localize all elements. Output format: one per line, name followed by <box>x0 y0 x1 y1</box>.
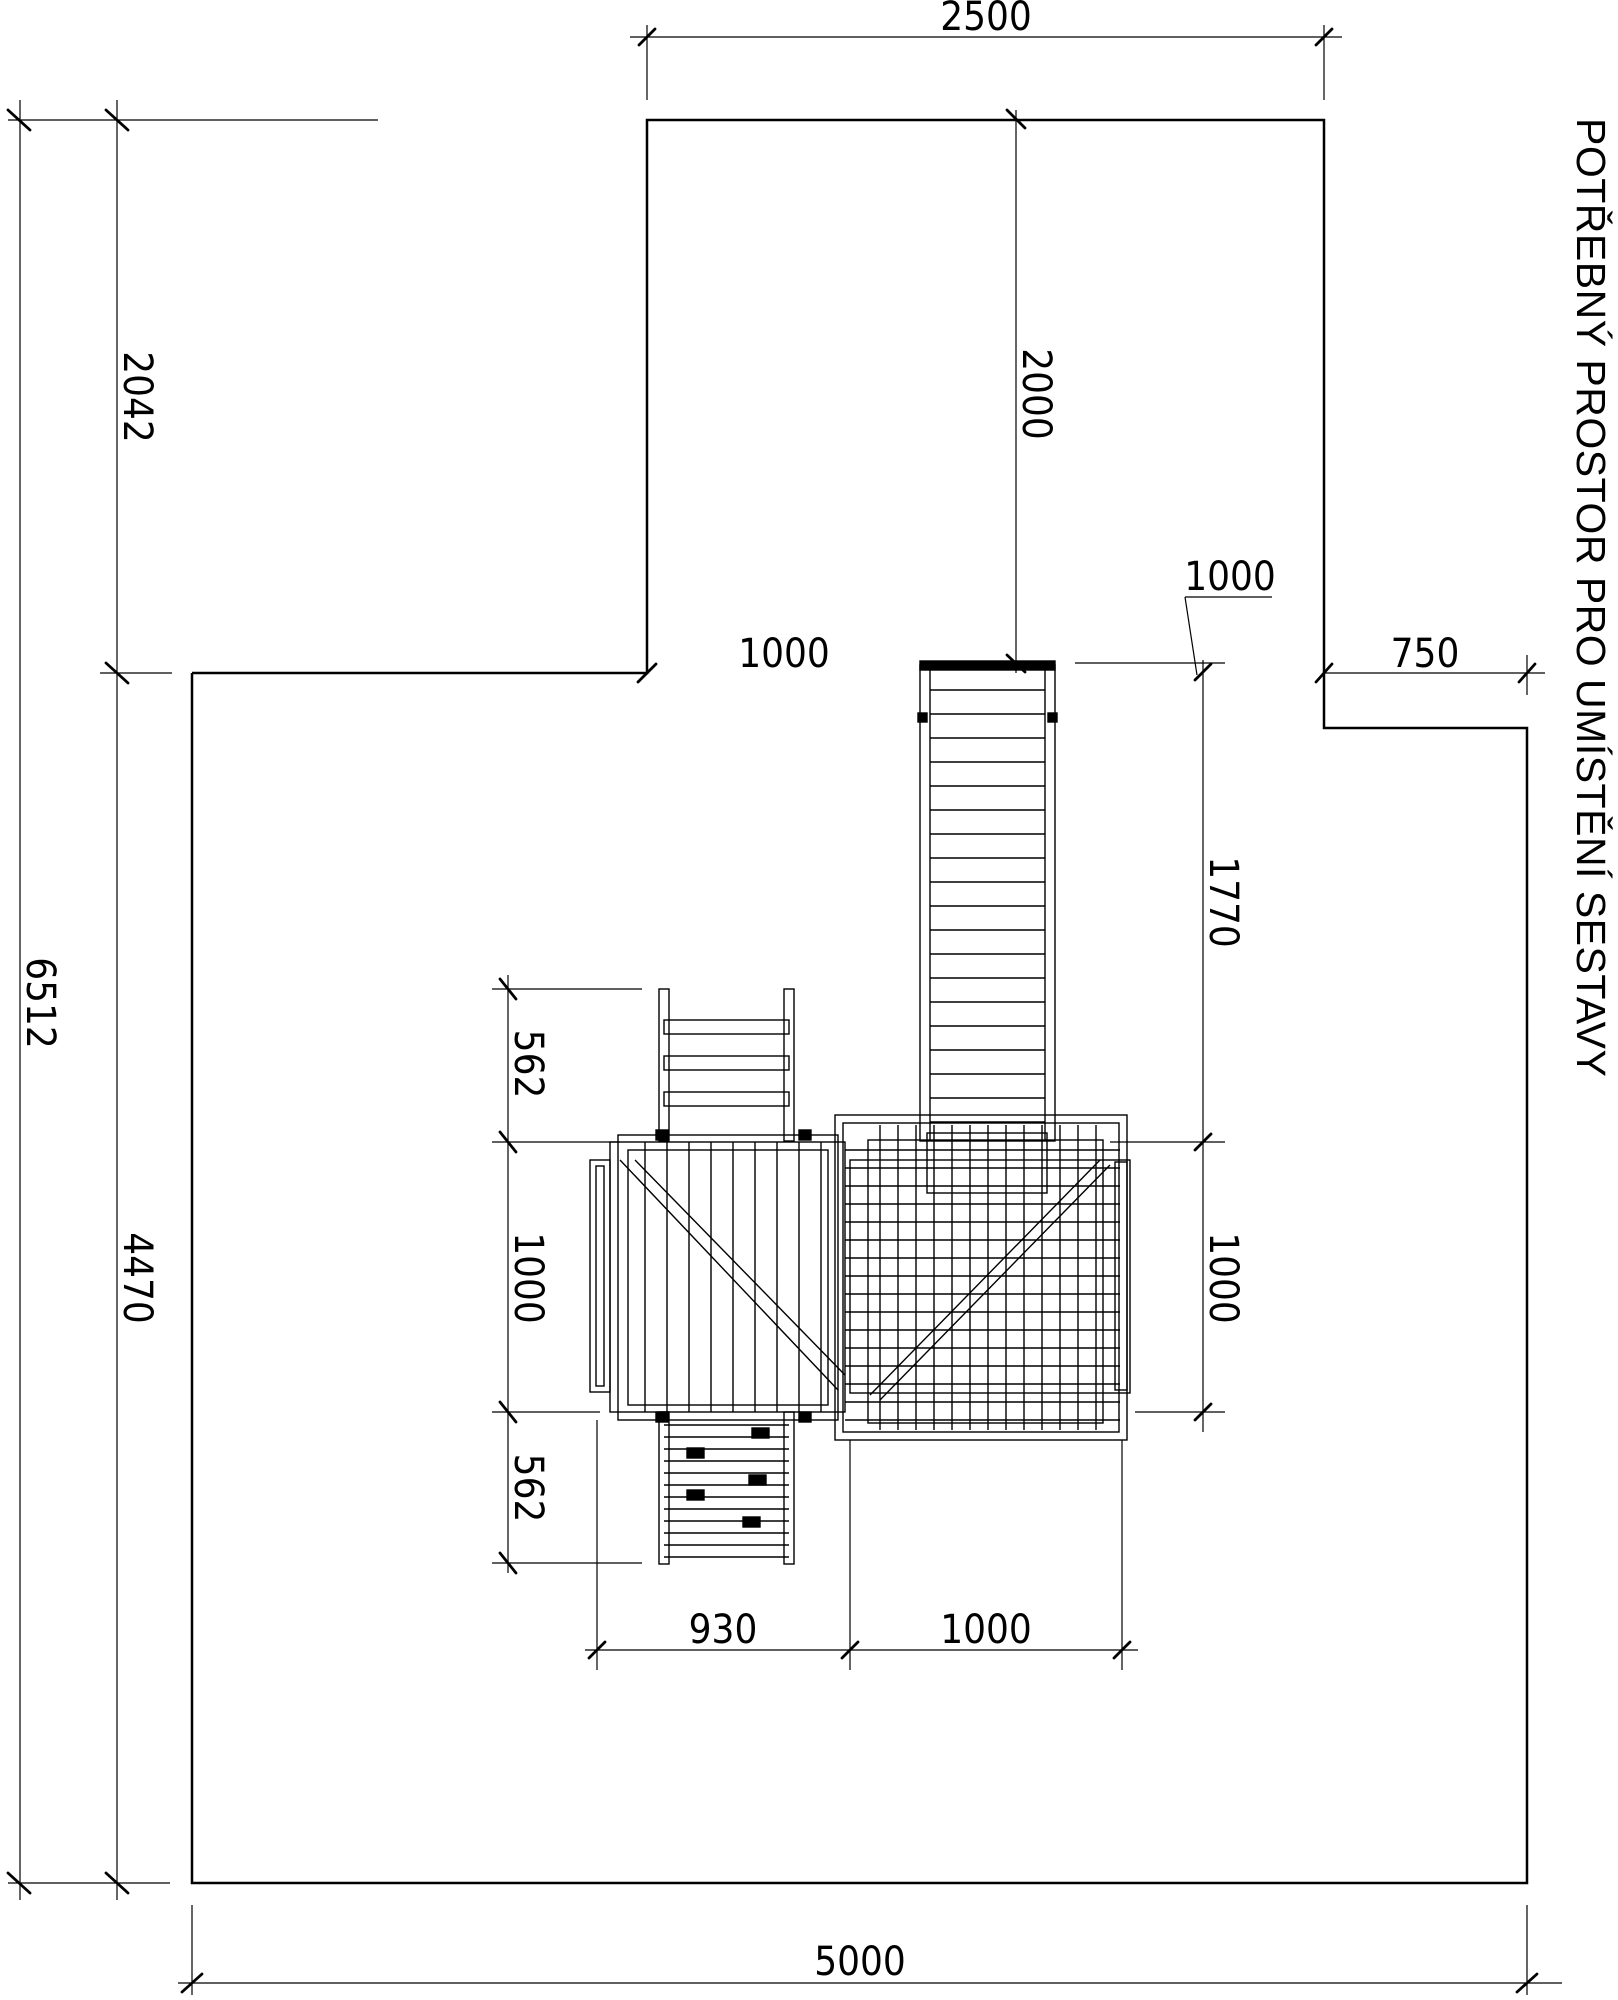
top-ladder <box>658 988 795 1142</box>
dim-total-width: 5000 <box>814 1939 906 1985</box>
dimension-ticks <box>6 27 1539 1994</box>
dim-ladder-top: 562 <box>505 1030 551 1099</box>
safety-zone-outline <box>190 118 1529 1885</box>
dim-upper-zone-height: 2000 <box>1013 348 1059 440</box>
dim-ladder-bottom: 562 <box>505 1454 551 1523</box>
dim-deck-height-left: 1000 <box>505 1232 551 1324</box>
dim-total-height: 6512 <box>17 957 63 1049</box>
deck-left <box>589 1129 846 1423</box>
deck-right <box>834 1114 1131 1441</box>
bottom-ladder <box>658 1411 795 1565</box>
drawing-title: POTŘEBNÝ PROSTOR PRO UMÍSTĚNÍ SESTAVY <box>1568 118 1614 1077</box>
dim-deck-left-width: 930 <box>689 1607 758 1653</box>
dim-slide-length: 1770 <box>1200 856 1246 948</box>
dim-top-width: 2500 <box>940 0 1032 40</box>
dimension-lines <box>8 25 1562 1995</box>
dim-deck-right-width: 1000 <box>940 1607 1032 1653</box>
dim-slide-clearance: 1000 <box>1184 554 1276 600</box>
dim-upper-height: 2042 <box>114 351 160 443</box>
dimension-labels: 2500 6512 2042 4470 2000 1000 1000 750 1… <box>17 0 1459 1985</box>
slide <box>917 660 1058 1194</box>
dim-right-offset: 750 <box>1391 631 1460 677</box>
dim-left-offset: 1000 <box>738 631 830 677</box>
dim-lower-height: 4470 <box>114 1232 160 1324</box>
dim-deck-height-right: 1000 <box>1200 1232 1246 1324</box>
